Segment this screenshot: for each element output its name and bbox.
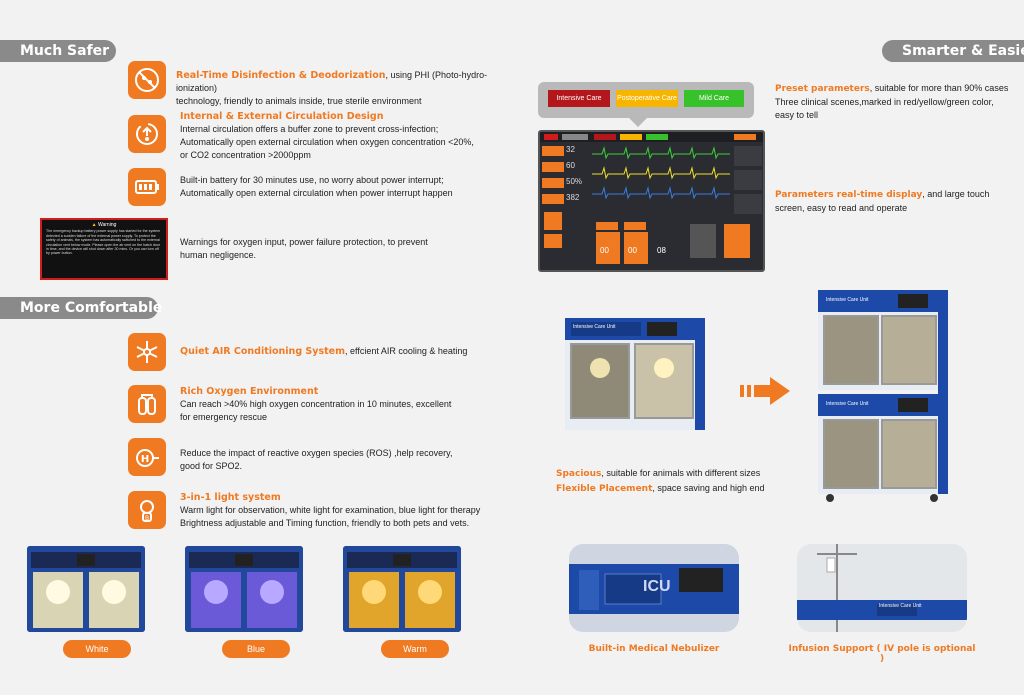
feature-air-conditioning: Quiet AIR Conditioning System, effcient …: [180, 346, 468, 357]
disinfection-icon: [128, 61, 166, 99]
blue-light-label: Blue: [222, 640, 290, 658]
scene-postoperative-care: Postoperative Care: [616, 90, 678, 107]
preset-parameters-text: Preset parameters, suitable for more tha…: [775, 83, 1009, 120]
bottom-value-2: 00: [628, 246, 637, 255]
hydrogen-icon: H: [128, 438, 166, 476]
scene-intensive-care: Intensive Care: [548, 90, 610, 107]
light-bulb-icon: B: [128, 491, 166, 529]
readout-oxygen: 50%: [566, 177, 583, 186]
feature-battery: Built-in battery for 30 minutes use, no …: [180, 175, 453, 198]
bottom-value-1: 00: [600, 246, 609, 255]
device-label-single: Intensive Care Unit: [573, 324, 616, 330]
feature-oxygen: Rich Oxygen Environment Can reach >40% h…: [180, 386, 452, 422]
flexible-placement-text: Flexible Placement, space saving and hig…: [556, 483, 765, 494]
smarter-easier-tab: Smarter & Easier: [882, 40, 1024, 62]
spacious-text: Spacious, suitable for animals with diff…: [556, 468, 761, 479]
bottom-value-3: 08: [657, 246, 666, 255]
arrow-right-icon: [740, 377, 790, 410]
device-label-bottom: Intensive Care Unit: [826, 401, 869, 407]
feature-warnings: Warnings for oxygen input, power failure…: [180, 237, 428, 260]
feature-light-system: 3-in-1 light system Warm light for obser…: [180, 492, 481, 528]
infusion-photo: Intensive Care Unit: [797, 544, 967, 632]
device-label-top: Intensive Care Unit: [826, 297, 869, 303]
white-light-photo: [27, 546, 145, 632]
svg-text:H: H: [141, 454, 149, 465]
warning-dialog-image: ▲ Warning The emergency backup battery p…: [40, 218, 168, 280]
oxygen-tank-icon: [128, 385, 166, 423]
nebulizer-photo: ICU: [569, 544, 739, 632]
nebulizer-screen-text: ICU: [643, 578, 671, 595]
readout-temp: 32: [566, 145, 575, 154]
much-safer-tab: Much Safer: [0, 40, 116, 62]
realtime-display-text: Parameters real-time display, and large …: [775, 189, 990, 213]
battery-icon: [128, 168, 166, 206]
scene-mild-care: Mild Care: [684, 90, 744, 107]
control-screen: 32 60 50% 382 00 00 08: [538, 130, 765, 272]
stacked-unit-device-image: Intensive Care Unit Intensive Care Unit: [818, 290, 948, 502]
infusion-caption: Infusion Support ( IV pole is optional ): [788, 644, 976, 664]
white-light-label: White: [63, 640, 131, 658]
warm-light-label: Warm: [381, 640, 449, 658]
nebulizer-caption: Built-in Medical Nebulizer: [588, 644, 720, 654]
feature-ros: Reduce the impact of reactive oxygen spe…: [180, 448, 453, 471]
bubble-tail: [628, 117, 648, 127]
blue-light-photo: [185, 546, 303, 632]
more-comfortable-tab: More Comfortable: [0, 297, 162, 319]
svg-text:B: B: [145, 515, 149, 522]
readout-co2: 382: [566, 193, 580, 202]
warm-light-photo: [343, 546, 461, 632]
single-unit-device-image: Intensive Care Unit: [565, 318, 705, 430]
circulation-icon: [128, 115, 166, 153]
air-conditioning-icon: [128, 333, 166, 371]
readout-humidity: 60: [566, 161, 575, 170]
device-label-infusion: Intensive Care Unit: [879, 603, 922, 609]
feature-circulation: Internal & External Circulation Design I…: [180, 111, 474, 160]
warning-triangle-icon: ▲: [91, 222, 97, 228]
feature-disinfection: Real-Time Disinfection & Deodorization, …: [176, 70, 488, 106]
